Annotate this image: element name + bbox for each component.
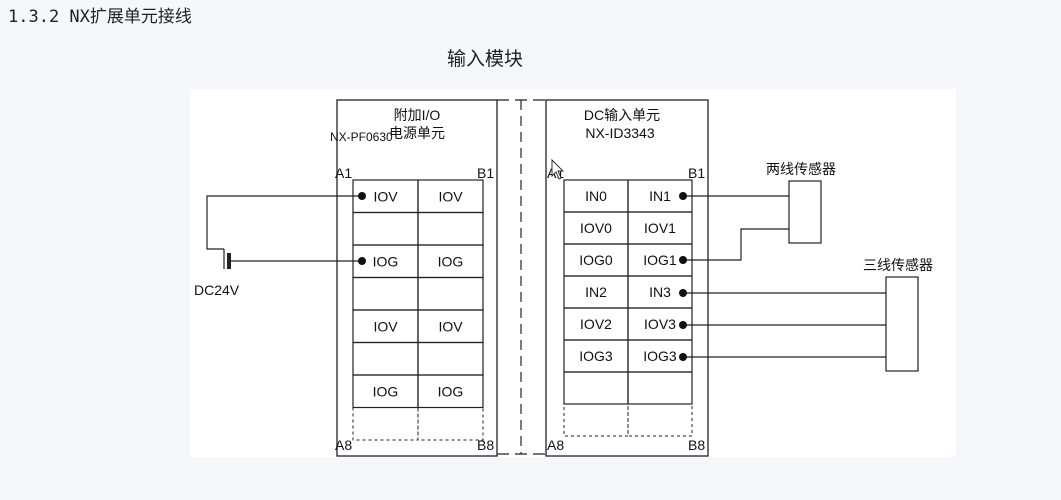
right-terminal-label: IN1 [649, 188, 671, 204]
right-unit-corner-a8: A8 [547, 437, 564, 453]
mouse-cursor-icon [551, 158, 565, 180]
power-wire-positive [206, 195, 362, 250]
right-unit-model: NX-ID3343 [585, 125, 654, 141]
right-terminal-cell [627, 403, 693, 437]
two-wire-sensor: 两线传感器 [679, 161, 836, 264]
power-wiring: DC24V [194, 192, 366, 298]
battery-terminal-short [227, 253, 231, 269]
unit-gap [497, 99, 546, 455]
section-heading: 1.3.2 NX扩展单元接线 [8, 7, 192, 27]
left-terminal-label: IOV [438, 188, 463, 204]
right-unit-frame [545, 99, 709, 457]
left-terminal-cell [352, 211, 419, 246]
three-wire-sensor: 三线传感器 [679, 257, 933, 372]
right-unit-corner-b8: B8 [688, 437, 705, 453]
terminal-dot-iog [358, 257, 366, 265]
left-terminal-cell [352, 407, 419, 441]
left-terminal-grid: IOV IOV IOG IOG IOV IOV IOG IOG [352, 179, 484, 441]
left-terminal-label: IOV [438, 318, 463, 334]
right-terminal-label: IOG3 [579, 348, 613, 364]
right-terminal-label: IOG0 [579, 252, 613, 268]
three-wire-sensor-label: 三线传感器 [863, 257, 933, 273]
left-terminal-cell [417, 341, 484, 376]
left-unit-corner-a8: A8 [335, 437, 352, 453]
right-terminal-cell [627, 371, 693, 405]
right-terminal-label: IOV0 [580, 220, 612, 236]
right-terminal-label: IN2 [585, 284, 607, 300]
left-terminal-label: IOG [373, 253, 399, 269]
diagram-subtitle: 输入模块 [447, 48, 524, 70]
right-unit-title: DC输入单元 [584, 107, 660, 123]
left-unit-corner-b8: B8 [477, 437, 494, 453]
left-terminal-cell [417, 211, 484, 246]
right-terminal-label: IOV3 [644, 316, 676, 332]
right-terminal-label: IN0 [585, 188, 607, 204]
right-terminal-label: IOG1 [643, 252, 677, 268]
two-wire-wire-iog1 [683, 228, 789, 261]
terminal-dot-in3 [679, 289, 687, 297]
left-terminal-label: IOG [438, 383, 464, 399]
left-unit-corner-a1: A1 [335, 165, 352, 181]
power-label: DC24V [194, 282, 240, 298]
left-terminal-label: IOG [373, 383, 399, 399]
three-wire-sensor-box [885, 276, 919, 372]
left-unit-frame [336, 99, 498, 457]
terminal-dot-in1 [679, 192, 687, 200]
right-terminal-label: IOV1 [644, 220, 676, 236]
right-terminal-label: IOV2 [580, 316, 612, 332]
right-terminal-cell [563, 371, 629, 405]
left-terminal-label: IOV [373, 318, 398, 334]
right-terminal-label: IN3 [649, 284, 671, 300]
left-terminal-cell [352, 276, 419, 311]
left-unit-model: NX-PF0630 [330, 130, 393, 144]
terminal-dot-iog3-b [679, 353, 687, 361]
left-terminal-cell [352, 341, 419, 376]
left-terminal-label: IOV [373, 188, 398, 204]
right-unit: DC输入单元 NX-ID3343 A1 B1 A8 B8 IN0IN1IOV0I… [545, 99, 709, 457]
right-terminal-cell [563, 403, 629, 437]
terminal-dot-iog1 [679, 256, 687, 264]
terminal-dot-iov [358, 192, 366, 200]
right-unit-corner-b1: B1 [688, 165, 705, 181]
two-wire-sensor-box [788, 180, 822, 244]
right-terminal-label: IOG3 [643, 348, 677, 364]
left-terminal-cell [417, 276, 484, 311]
left-terminal-cell [417, 407, 484, 441]
left-unit-corner-b1: B1 [477, 165, 494, 181]
terminal-dot-iov3 [679, 321, 687, 329]
two-wire-sensor-label: 两线传感器 [766, 161, 836, 177]
left-unit-title-2: 电源单元 [389, 125, 445, 141]
left-terminal-label: IOG [438, 253, 464, 269]
left-unit-title-1: 附加I/O [394, 107, 441, 123]
